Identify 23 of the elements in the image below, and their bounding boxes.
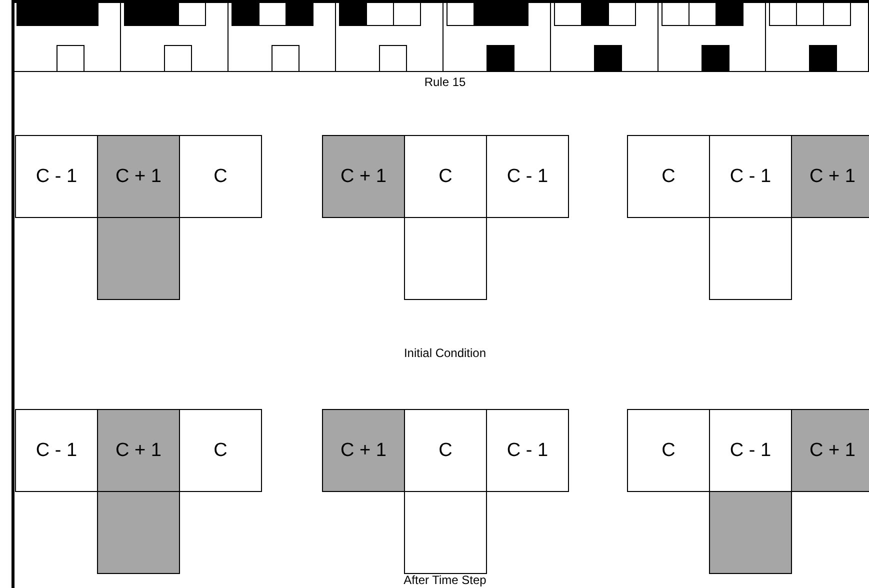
output-cell <box>709 491 792 574</box>
output-cell <box>404 491 487 574</box>
output-cell <box>97 491 180 574</box>
output-cell <box>97 217 180 300</box>
text-cell: C + 1 <box>791 135 869 218</box>
text-cell: C <box>179 409 262 492</box>
text-cell: C + 1 <box>322 409 405 492</box>
text-cell: C <box>627 409 710 492</box>
text-cell: C + 1 <box>97 409 180 492</box>
text-cell: C + 1 <box>322 135 405 218</box>
text-cell: C + 1 <box>97 135 180 218</box>
text-cell: C <box>627 135 710 218</box>
text-cell: C - 1 <box>486 135 569 218</box>
output-cell <box>404 217 487 300</box>
output-cell <box>709 217 792 300</box>
text-cell: C - 1 <box>15 409 98 492</box>
text-cell: C - 1 <box>15 135 98 218</box>
text-cell: C - 1 <box>486 409 569 492</box>
text-cell: C + 1 <box>791 409 869 492</box>
caption-text: Rule 15 <box>424 75 466 89</box>
caption-text: After Time Step <box>404 573 486 587</box>
text-cell: C <box>179 135 262 218</box>
caption-text: Initial Condition <box>404 346 486 360</box>
